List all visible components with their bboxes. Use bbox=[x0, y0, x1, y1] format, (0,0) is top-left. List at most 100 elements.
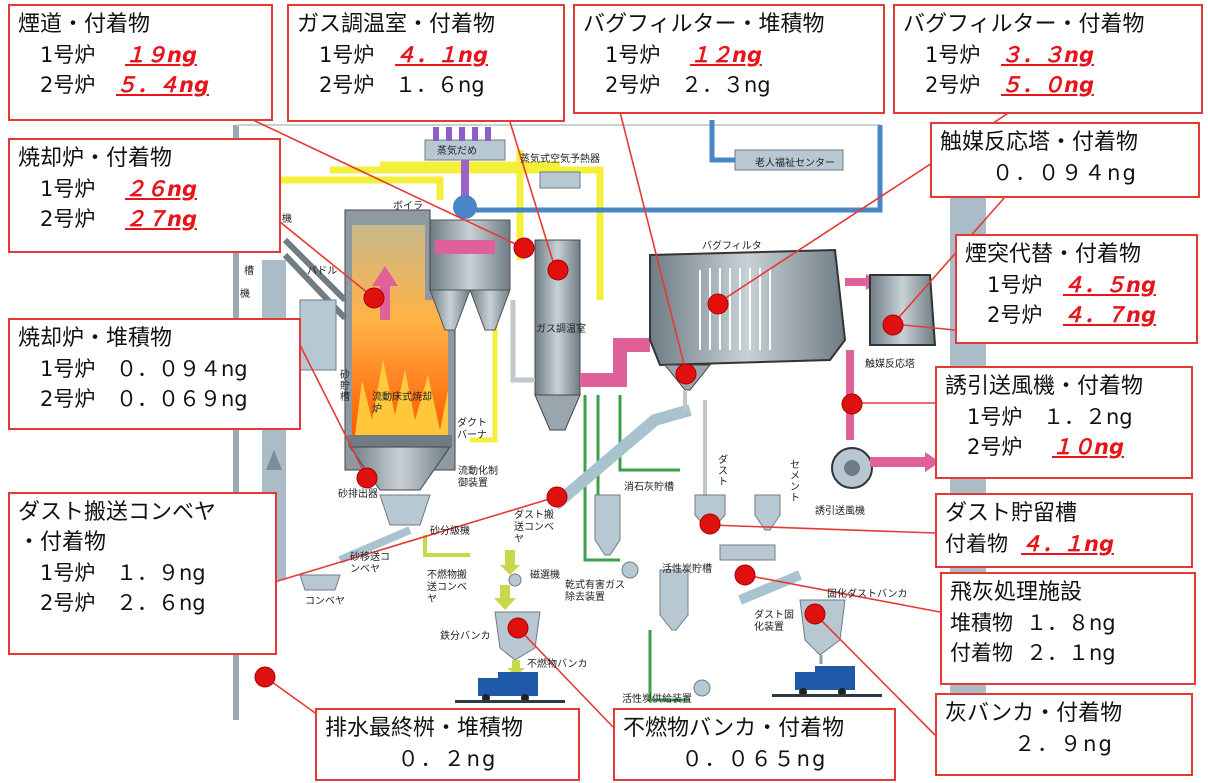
furnace-no: 1号炉 bbox=[925, 43, 981, 67]
boiler-drum bbox=[453, 195, 477, 219]
measured-value: ０．０６９ng bbox=[116, 387, 248, 411]
flue-pipe-yellow-2 bbox=[470, 300, 498, 443]
magnet-drum bbox=[508, 573, 522, 587]
furnace-no: 1号炉 bbox=[605, 43, 661, 67]
measured-value: １．８ng bbox=[1026, 611, 1116, 635]
furnace-no: 1号炉 bbox=[40, 177, 96, 201]
marker-gas-cooler bbox=[547, 259, 569, 281]
label-dust-conveyor: ダスト搬送コンベヤ bbox=[514, 510, 554, 545]
label-elderly-center: 老人福祉センター bbox=[755, 158, 835, 169]
sample-type: 堆積物 bbox=[950, 611, 1013, 635]
measured-value: ０．０９４ng bbox=[116, 357, 248, 381]
marker-incinerator-adhered bbox=[363, 287, 385, 309]
label-carbon-feed: 活性炭供給装置 bbox=[622, 694, 692, 705]
callout-title: バグフィルター・付着物 bbox=[903, 12, 1145, 37]
callout-title: 誘引送風機・付着物 bbox=[945, 374, 1144, 399]
bag-filter-house bbox=[649, 248, 847, 367]
furnace-no: 1号炉 bbox=[40, 561, 96, 585]
cement-tank bbox=[754, 494, 781, 531]
measured-value: ２７ng bbox=[125, 207, 197, 231]
dust-mixer bbox=[719, 544, 776, 561]
fire-flames bbox=[355, 360, 448, 435]
callout-title: 飛灰処理施設 bbox=[950, 580, 1083, 605]
label-paddle: パドル bbox=[307, 266, 338, 277]
furnace-no: 2号炉 bbox=[967, 435, 1023, 459]
callout-title: ガス調温室・付着物 bbox=[297, 12, 496, 37]
left-up-arrow bbox=[266, 450, 282, 470]
callout-title: 焼却炉・付着物 bbox=[18, 146, 173, 171]
boiler-pink-duct bbox=[435, 240, 495, 254]
marker-bag-adhered bbox=[707, 293, 729, 315]
dust-conveyor-pipe bbox=[551, 404, 692, 510]
marker-incinerator-deposit bbox=[356, 467, 378, 489]
label-solid-bunker: 固化ダストバンカ bbox=[827, 589, 908, 600]
measured-value: ５．４ng bbox=[116, 73, 209, 97]
label-carbon-tank: 活性炭貯槽 bbox=[662, 564, 712, 575]
lime-tank bbox=[594, 494, 621, 556]
sand-sorter bbox=[379, 494, 431, 526]
measured-value: ２．３ng bbox=[681, 73, 771, 97]
flue-pipe-yellow bbox=[236, 150, 604, 300]
measured-value: ２．６ng bbox=[116, 591, 206, 615]
duct-pipe bbox=[510, 300, 535, 383]
label-sand-conveyor: 砂移送コンベヤ bbox=[350, 552, 390, 575]
callout-title: 触媒反応塔・付着物 bbox=[940, 130, 1139, 155]
measured-value: ０．０９４ng bbox=[992, 161, 1138, 185]
green-line-1 bbox=[583, 395, 620, 562]
callout-title: ダスト貯留槽 bbox=[945, 501, 1078, 526]
measured-value: １．６ng bbox=[395, 73, 485, 97]
yellow-down-arrow-2 bbox=[494, 585, 516, 610]
cyclone-left bbox=[429, 289, 471, 331]
furnace-no: 1号炉 bbox=[40, 43, 96, 67]
carbon-tank bbox=[659, 569, 689, 631]
marker-dust-storage bbox=[699, 513, 721, 535]
callout-title: 焼却炉・堆積物 bbox=[18, 326, 173, 351]
label-dry-gas: 乾式有害ガス除去装置 bbox=[565, 580, 625, 603]
furnace-no: 1号炉 bbox=[319, 43, 375, 67]
measurement-markers bbox=[254, 237, 904, 688]
label-sand-extractor: 砂排出器 bbox=[338, 489, 378, 500]
label-conveyor: コンベヤ bbox=[305, 596, 345, 607]
sample-type: 付着物 bbox=[950, 641, 1013, 665]
solidifier-conveyor bbox=[738, 570, 802, 605]
measured-value: １．９ng bbox=[116, 561, 206, 585]
furnace-fire bbox=[352, 225, 448, 435]
label-induced-fan: 誘引送風機 bbox=[815, 506, 865, 517]
label-steam-header: 蒸気だめ bbox=[437, 146, 477, 157]
measured-value: ３．３ng bbox=[1001, 43, 1094, 67]
label-duct-burner: ダクトバーナ bbox=[457, 418, 487, 441]
lime-blower bbox=[621, 561, 639, 579]
label-noncomb-bunker: 不燃物バンカ bbox=[527, 659, 588, 670]
callout-row: 1号炉 １．９ng bbox=[18, 558, 267, 588]
dust-pipe-gray bbox=[683, 390, 707, 500]
label-fluidizing: 流動化制御装置 bbox=[458, 466, 498, 489]
callout-title: ダスト搬送コンベヤ bbox=[18, 500, 217, 525]
marker-induced-fan bbox=[841, 393, 863, 415]
green-line-3 bbox=[618, 395, 680, 472]
callout-catalyst: 触媒反応塔・付着物 ０．０９４ng bbox=[930, 122, 1200, 198]
bag-filter-bags bbox=[699, 268, 771, 350]
